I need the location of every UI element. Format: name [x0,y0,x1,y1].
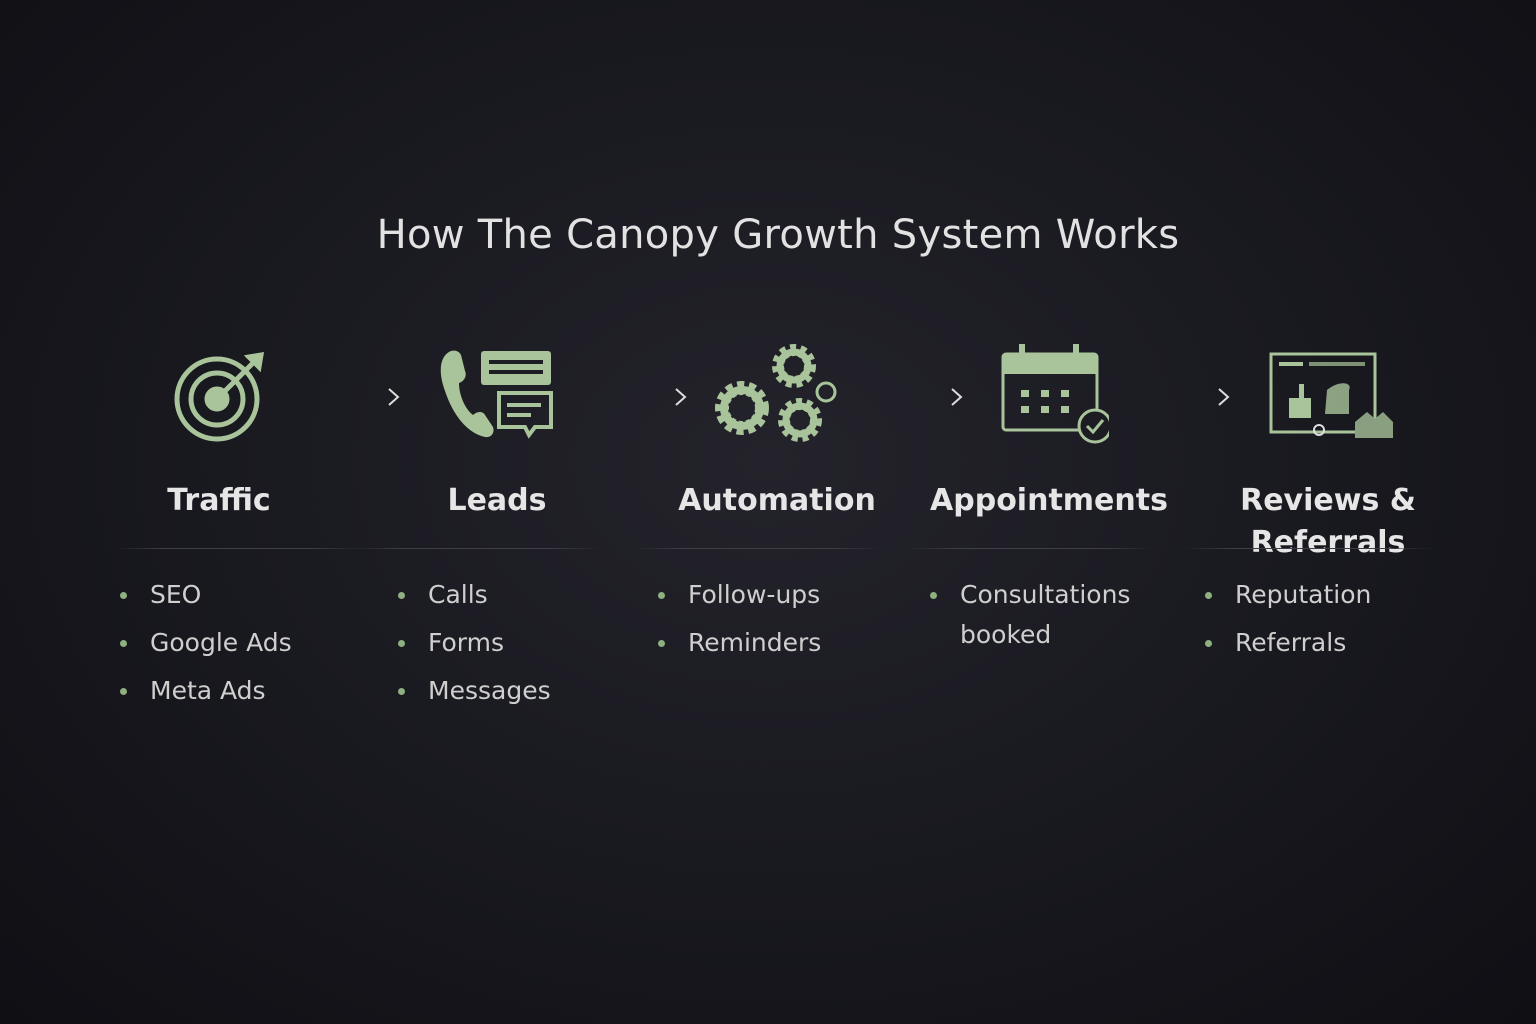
list-item: Follow-ups [652,575,972,623]
arrow-icon [590,388,687,406]
step-automation: Automation Follow-ups Reminders [632,330,912,657]
divider [632,548,882,549]
step-list: SEO Google Ads Meta Ads [114,575,434,719]
phone-chat-icon [362,330,632,460]
step-heading: Traffic [167,483,271,518]
step-appointments: Appointments Consultations booked [904,330,1184,649]
list-item: Reputation [1199,575,1519,623]
step-traffic: Traffic SEO Google Ads Meta Ads [84,330,364,705]
target-icon [84,330,354,460]
step-list: Calls Forms Messages [392,575,712,719]
step-list: Consultations booked [924,575,1164,655]
list-item: Calls [392,575,712,623]
list-item: Reminders [652,623,972,671]
page-title: How The Canopy Growth System Works [376,212,1180,258]
step-list: Follow-ups Reminders [652,575,972,671]
divider [114,548,364,549]
step-list: Reputation Referrals [1199,575,1519,671]
step-reviews-referrals: Reviews & Referrals Reputation Referrals [1183,330,1463,657]
calendar-check-icon [914,330,1184,460]
step-heading: Automation [678,483,876,518]
list-item: Messages [392,671,712,719]
list-item: Meta Ads [114,671,434,719]
list-item: Referrals [1199,623,1519,671]
step-heading: Appointments [930,483,1168,518]
divider [1183,548,1433,549]
step-heading: Leads [447,483,547,518]
step-leads: Leads Calls Forms Messages [352,330,632,705]
step-heading: Reviews & Referrals [1240,483,1416,560]
divider [352,548,602,549]
list-item: Forms [392,623,712,671]
list-item: Consultations booked [924,575,1164,655]
list-item: Google Ads [114,623,434,671]
arrow-icon [866,388,963,406]
list-item: SEO [114,575,434,623]
arrow-icon [303,388,400,406]
arrow-icon [1133,388,1230,406]
gears-icon [642,330,912,460]
review-referral-icon [1193,330,1463,460]
divider [904,548,1154,549]
